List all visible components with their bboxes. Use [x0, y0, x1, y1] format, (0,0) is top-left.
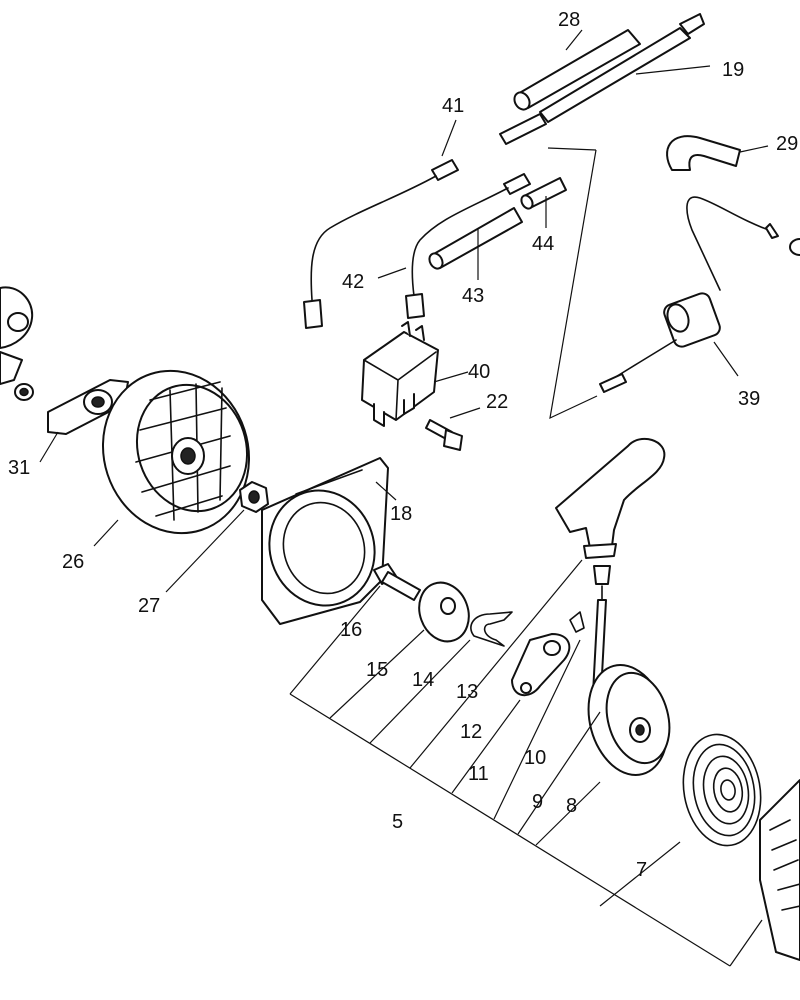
part-8-starter-pulley — [587, 664, 671, 776]
part-partial-grommet — [789, 238, 800, 256]
callout-7: 7 — [636, 859, 647, 881]
callout-19: 19 — [722, 59, 744, 81]
callout-8: 8 — [566, 795, 577, 817]
callout-labels: 28 19 41 29 44 42 43 40 22 39 31 26 27 1… — [8, 9, 798, 881]
callout-22: 22 — [486, 391, 508, 413]
callout-11: 11 — [468, 763, 489, 785]
part-18-housing-plate — [261, 457, 389, 625]
part-7-recoil-spring — [682, 733, 762, 847]
callout-44: 44 — [532, 233, 554, 255]
part-left-partial — [0, 286, 34, 401]
callout-14: 14 — [412, 669, 434, 691]
part-15-pulley-plate — [418, 581, 470, 643]
part-27-nut — [239, 481, 269, 513]
callout-39: 39 — [738, 388, 760, 410]
part-12-pawl — [511, 633, 571, 696]
callout-42: 42 — [342, 271, 364, 293]
callout-5: 5 — [392, 811, 403, 833]
part-starter-cover — [759, 779, 800, 961]
part-28-hose — [513, 29, 641, 111]
callout-9: 9 — [532, 791, 543, 813]
callout-41: 41 — [442, 95, 464, 117]
part-11-small-spring — [569, 611, 585, 633]
callout-43: 43 — [462, 285, 484, 307]
callout-26: 26 — [62, 551, 84, 573]
part-31-flange — [47, 379, 129, 435]
callout-28: 28 — [558, 9, 580, 31]
part-22-screw — [425, 419, 463, 451]
part-second-wire — [405, 173, 531, 319]
callout-31: 31 — [8, 457, 30, 479]
part-39-ignition-coil — [599, 196, 779, 393]
callout-13: 13 — [456, 681, 478, 703]
callout-27: 27 — [138, 595, 160, 617]
part-44-sleeve — [520, 177, 567, 210]
part-16-screw — [373, 563, 421, 601]
part-26-flywheel — [101, 369, 251, 535]
callout-15: 15 — [366, 659, 388, 681]
part-14-spring-clip — [470, 611, 513, 647]
leader-lines — [39, 29, 769, 967]
part-43-sleeve — [428, 207, 523, 270]
part-19-cable — [499, 13, 705, 145]
callout-16: 16 — [340, 619, 362, 641]
callout-18: 18 — [390, 503, 412, 525]
callout-40: 40 — [468, 361, 490, 383]
callout-10: 10 — [524, 747, 546, 769]
part-40-module — [361, 321, 439, 427]
part-29-elbow-hose — [666, 135, 741, 171]
part-42-wire-lead — [303, 159, 459, 329]
callout-29: 29 — [776, 133, 798, 155]
callout-12: 12 — [460, 721, 482, 743]
